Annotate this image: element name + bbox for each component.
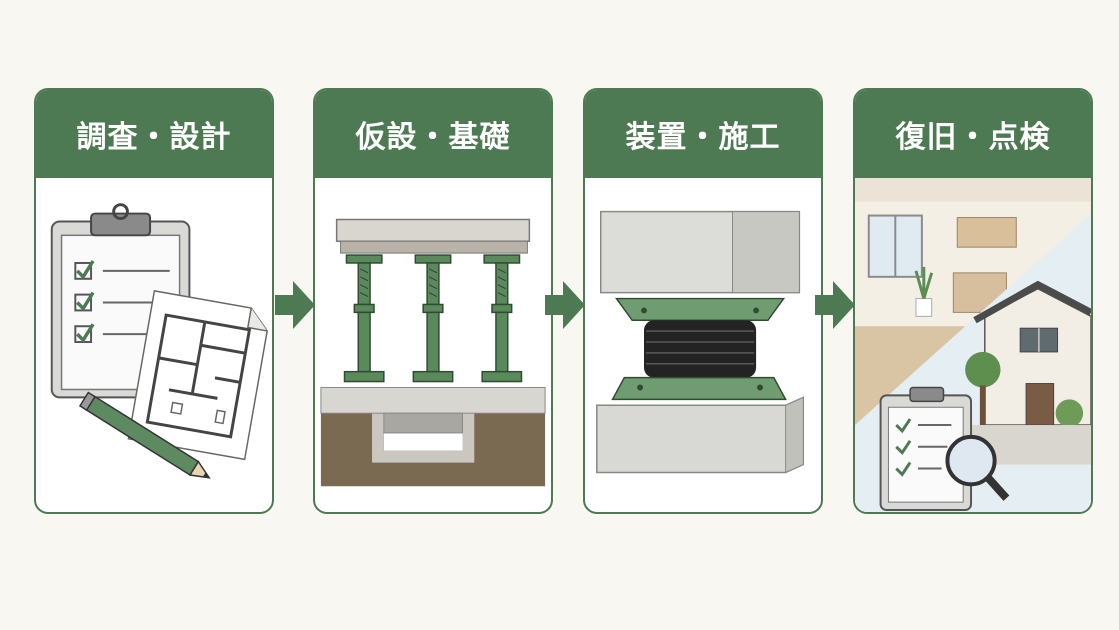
step-title: 調査・設計 bbox=[36, 90, 272, 178]
step-illustration bbox=[585, 178, 821, 512]
jack-supports-foundation-icon bbox=[320, 218, 546, 487]
arrow-right-icon bbox=[545, 281, 585, 329]
step-title: 復旧・点検 bbox=[855, 90, 1091, 178]
arrow-right-icon bbox=[275, 281, 315, 329]
clipboard-floorplan-icon bbox=[50, 203, 268, 479]
step-title: 仮設・基礎 bbox=[315, 90, 551, 178]
house-inspection-icon bbox=[855, 178, 1091, 512]
arrow-right-icon bbox=[815, 281, 855, 329]
step-card-survey-design: 調査・設計 bbox=[34, 88, 274, 514]
step-illustration bbox=[36, 178, 272, 512]
step-illustration bbox=[315, 178, 551, 512]
step-illustration bbox=[855, 178, 1091, 512]
step-card-temporary-foundation: 仮設・基礎 bbox=[313, 88, 553, 514]
step-card-device-construction: 装置・施工 bbox=[583, 88, 823, 514]
step-card-restoration-inspection: 復旧・点検 bbox=[853, 88, 1093, 514]
seismic-isolator-icon bbox=[596, 210, 805, 474]
step-title: 装置・施工 bbox=[585, 90, 821, 178]
